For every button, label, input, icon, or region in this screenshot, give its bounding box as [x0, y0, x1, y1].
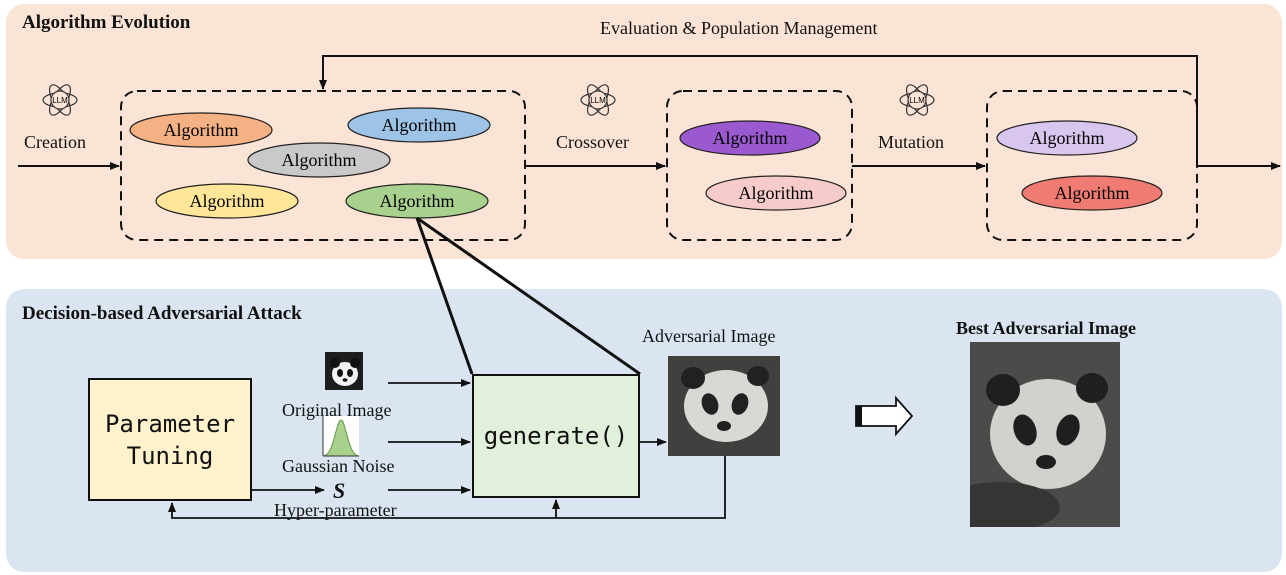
algorithm-node: Algorithm: [679, 120, 821, 156]
algorithm-node: Algorithm: [996, 120, 1138, 156]
svg-text:Algorithm: Algorithm: [282, 150, 357, 170]
svg-text:LLM: LLM: [590, 96, 606, 105]
algorithm-node-selected: Algorithm: [345, 183, 489, 219]
evaluation-label: Evaluation & Population Management: [600, 18, 878, 38]
algorithm-node: Algorithm: [129, 112, 273, 148]
svg-text:Algorithm: Algorithm: [739, 183, 814, 203]
generate-function-label: generate(): [483, 422, 629, 450]
llm-icon: LLM: [42, 84, 78, 116]
attack-title: Decision-based Adversarial Attack: [22, 303, 302, 324]
algorithm-node: Algorithm: [705, 175, 847, 211]
parameter-tuning-box: Parameter Tuning: [88, 378, 252, 501]
original-image-thumbnail: [325, 352, 363, 390]
algorithm-evolution-title: Algorithm Evolution: [22, 12, 191, 33]
algorithm-node: Algorithm: [247, 142, 391, 178]
svg-text:Algorithm: Algorithm: [190, 191, 265, 211]
llm-icon: LLM: [580, 84, 616, 116]
gaussian-noise-label: Gaussian Noise: [282, 456, 395, 476]
best-adversarial-image: [970, 342, 1120, 527]
svg-text:Algorithm: Algorithm: [713, 128, 788, 148]
adversarial-image-label: Adversarial Image: [642, 326, 776, 346]
svg-text:LLM: LLM: [909, 96, 925, 105]
mutation-group: [986, 90, 1198, 241]
algorithm-node: Algorithm: [347, 107, 491, 143]
crossover-label: Crossover: [556, 132, 629, 152]
svg-text:Algorithm: Algorithm: [1055, 183, 1130, 203]
adversarial-image-thumbnail: [668, 356, 780, 456]
feedback-to-param-arrow: [168, 456, 726, 519]
zoom-line-right: [416, 216, 641, 376]
algorithm-node: Algorithm: [1021, 175, 1163, 211]
hyper-parameter-label: Hyper-parameter: [274, 500, 397, 520]
crossover-group: [666, 90, 853, 241]
original-image-label: Original Image: [282, 400, 392, 420]
hollow-right-arrow-icon: [855, 395, 914, 437]
parameter-tuning-label: Parameter Tuning: [104, 409, 236, 470]
svg-text:Algorithm: Algorithm: [1030, 128, 1105, 148]
llm-icon: LLM: [899, 84, 935, 116]
algorithm-node: Algorithm: [155, 183, 299, 219]
svg-text:LLM: LLM: [52, 96, 68, 105]
s-parameter-symbol: S: [333, 478, 346, 503]
creation-label: Creation: [24, 132, 86, 152]
svg-text:Algorithm: Algorithm: [382, 115, 457, 135]
svg-text:Algorithm: Algorithm: [164, 120, 239, 140]
feedback-loop-arrow: [319, 55, 1198, 166]
generate-function-box: generate(): [472, 374, 640, 498]
svg-text:Algorithm: Algorithm: [380, 191, 455, 211]
zoom-line-left: [415, 217, 474, 375]
gaussian-noise-icon: [322, 416, 360, 457]
best-adversarial-image-label: Best Adversarial Image: [956, 318, 1136, 338]
mutation-label: Mutation: [878, 132, 944, 152]
